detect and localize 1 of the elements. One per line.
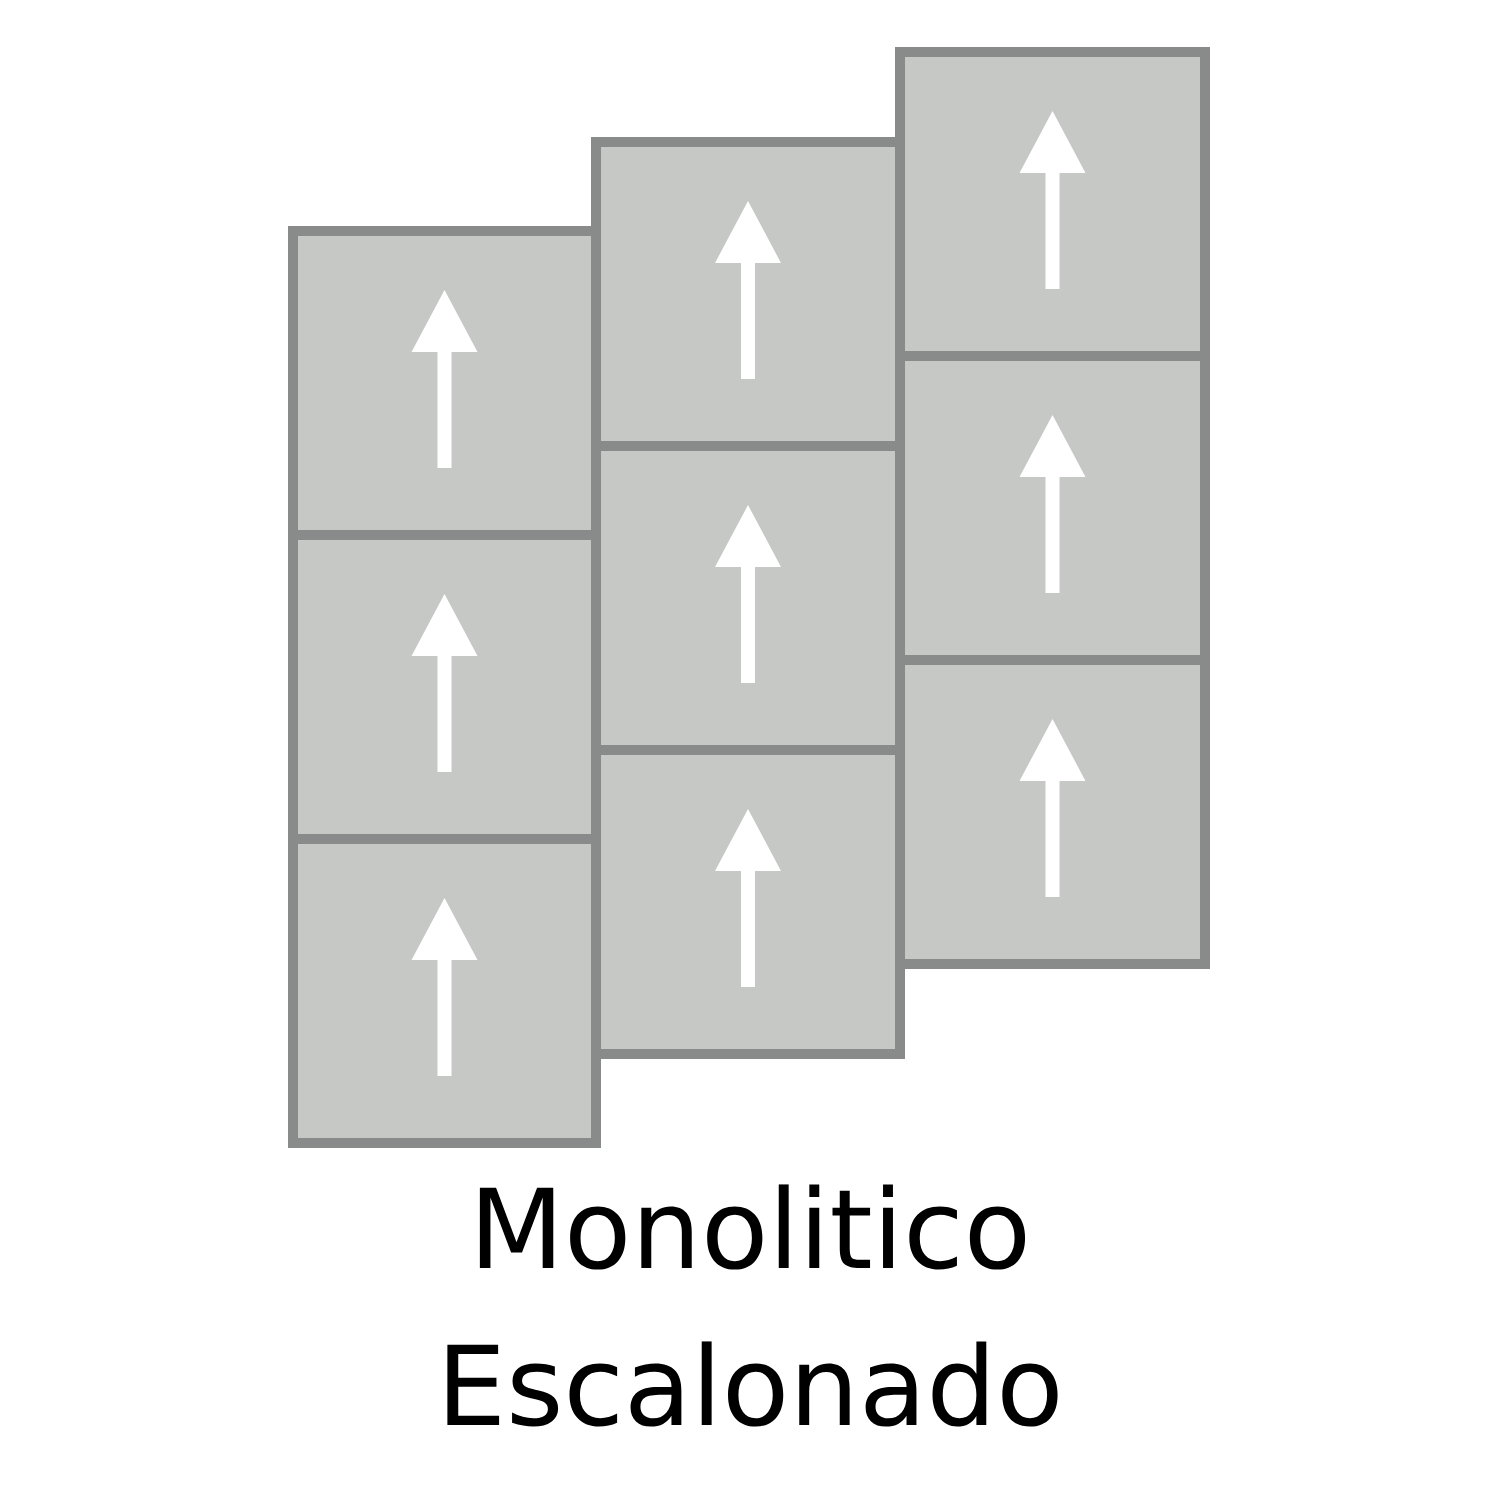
- caption: Monolitico Escalonado: [447, 1184, 1058, 1427]
